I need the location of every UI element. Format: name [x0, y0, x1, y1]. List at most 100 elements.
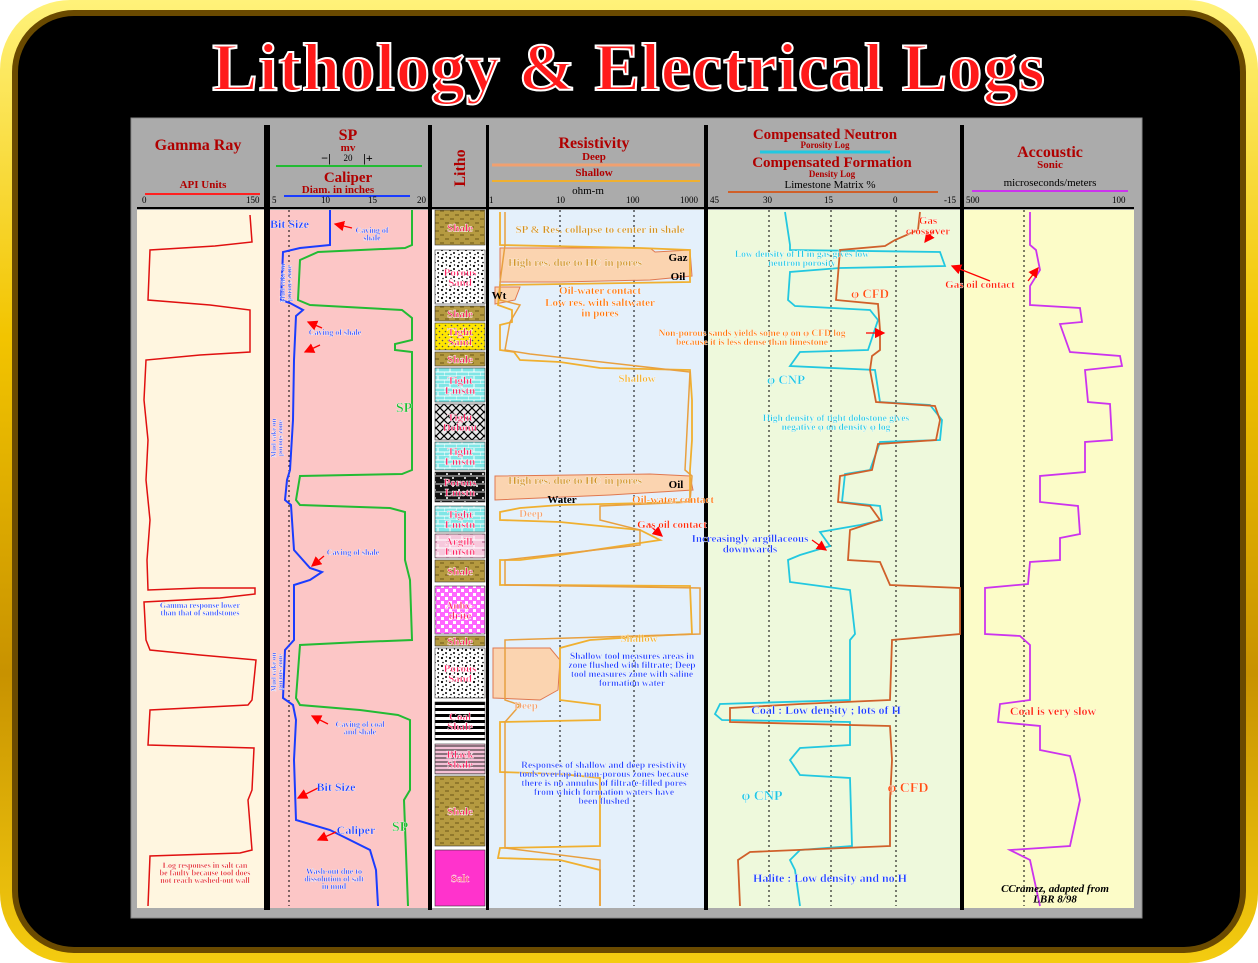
litho-unit: Shale	[434, 209, 486, 246]
litho-unit: Shale	[434, 635, 486, 648]
litho-label: Shale	[447, 309, 473, 321]
litho-title: Litho	[452, 149, 469, 186]
gamma-track-bg	[137, 210, 264, 908]
caliper-scale: 20	[417, 195, 427, 205]
litho-unit: Anhy-drite	[434, 585, 486, 635]
annot-gas-oil: Gas oil contact	[637, 519, 707, 531]
caliper-title: Caliper	[324, 170, 373, 186]
annot-mud-cake: Mud cake onporous zone	[270, 652, 285, 691]
gamma-curve	[143, 214, 257, 907]
litho-unit: Salt	[434, 849, 486, 907]
annot-res-hc: High res. due to HC in pores	[508, 257, 642, 269]
oil-water-fill	[494, 473, 694, 501]
litho-label: Shale	[447, 354, 473, 366]
neutron-title: Compensated Neutron	[753, 127, 898, 143]
litho-label: Anhy-drite	[445, 600, 475, 622]
annot-shallow-2: Shallow	[620, 633, 657, 645]
sp-plus: |+	[363, 151, 373, 165]
separator	[704, 125, 708, 910]
annot-oil-water: Oil-water contact	[559, 285, 641, 297]
litho-unit: Argill.Lmstn	[434, 533, 486, 559]
annot-caving-shale: Caving of shale	[309, 328, 362, 337]
annot-coal-slow: Coal is very slow	[1010, 704, 1097, 718]
annot-caving-shale: Caving of shale	[327, 548, 380, 557]
res-deep-curve	[499, 212, 701, 906]
litho-label: Shale	[447, 636, 473, 648]
annot-res-hc-2: High res. due to HC in pores	[508, 475, 642, 487]
header-baseline	[137, 207, 1134, 209]
neutron-scale: 0	[893, 195, 898, 205]
density-title: Compensated Formation	[752, 155, 912, 171]
sonic-scale: 100	[1112, 195, 1126, 205]
density-curve	[729, 211, 961, 907]
litho-label: Shale	[447, 566, 473, 578]
caliper-scale: 15	[368, 195, 378, 205]
caliper-scale: 5	[272, 195, 277, 205]
annot-mud-cake: Mud cake onporous zone	[279, 263, 294, 302]
annot-caliper: Caliper	[337, 823, 376, 837]
neutron-scale: -15	[944, 195, 956, 205]
annot-wt: Wt	[492, 290, 507, 302]
litho-label: Shale	[447, 806, 473, 818]
gamma-unit: API Units	[180, 179, 227, 191]
annot-gaz: Gaz	[669, 252, 688, 264]
annot-deep: Deep	[519, 508, 543, 520]
annot-cnp-2: φ CNP	[741, 789, 782, 804]
neutron-unit: Limestone Matrix %	[784, 179, 875, 191]
annot-cfd: φ CFD	[851, 286, 889, 301]
annot-oil: Oil	[671, 271, 686, 283]
neutron-scale: 45	[710, 195, 720, 205]
panel-border	[130, 117, 1143, 919]
sonic-scale: 500	[966, 195, 980, 205]
res-title: Resistivity	[558, 135, 629, 152]
res-scale: 1000	[680, 195, 699, 205]
litho-label: Shale	[447, 223, 473, 235]
annot-coal-h: Coal : Low density ; lots of H	[751, 703, 901, 717]
sp-minus: −|	[321, 151, 330, 165]
sp-unit: mv	[341, 142, 356, 154]
annot-non-porous: Non-porous sands yields some φ on φ CFD …	[659, 329, 846, 348]
gamma-scale-min: 0	[142, 195, 147, 205]
annot-deep-2: Deep	[514, 700, 538, 712]
annot-bit-size-top: Bit Size	[270, 217, 310, 231]
gamma-scale-max: 150	[246, 195, 260, 205]
sp-curve	[294, 210, 414, 907]
res-scale: 10	[556, 195, 566, 205]
caliper-unit: Diam. in inches	[302, 184, 375, 196]
neutron-scale: 15	[824, 195, 834, 205]
res-deep-label: Deep	[582, 151, 606, 163]
annot-shallow: Shallow	[618, 373, 655, 385]
sonic-title: Accoustic	[1017, 144, 1083, 161]
sonic-sub: Sonic	[1037, 159, 1063, 171]
annot-water: Water	[547, 494, 576, 506]
annot-cfd-2: φ CFD	[887, 781, 928, 796]
annot-halite: Halite : Low density and no H	[753, 871, 908, 885]
litho-unit: Shale	[434, 351, 486, 367]
neutron-track-bg	[708, 210, 960, 908]
caliper-scale: 10	[321, 195, 331, 205]
